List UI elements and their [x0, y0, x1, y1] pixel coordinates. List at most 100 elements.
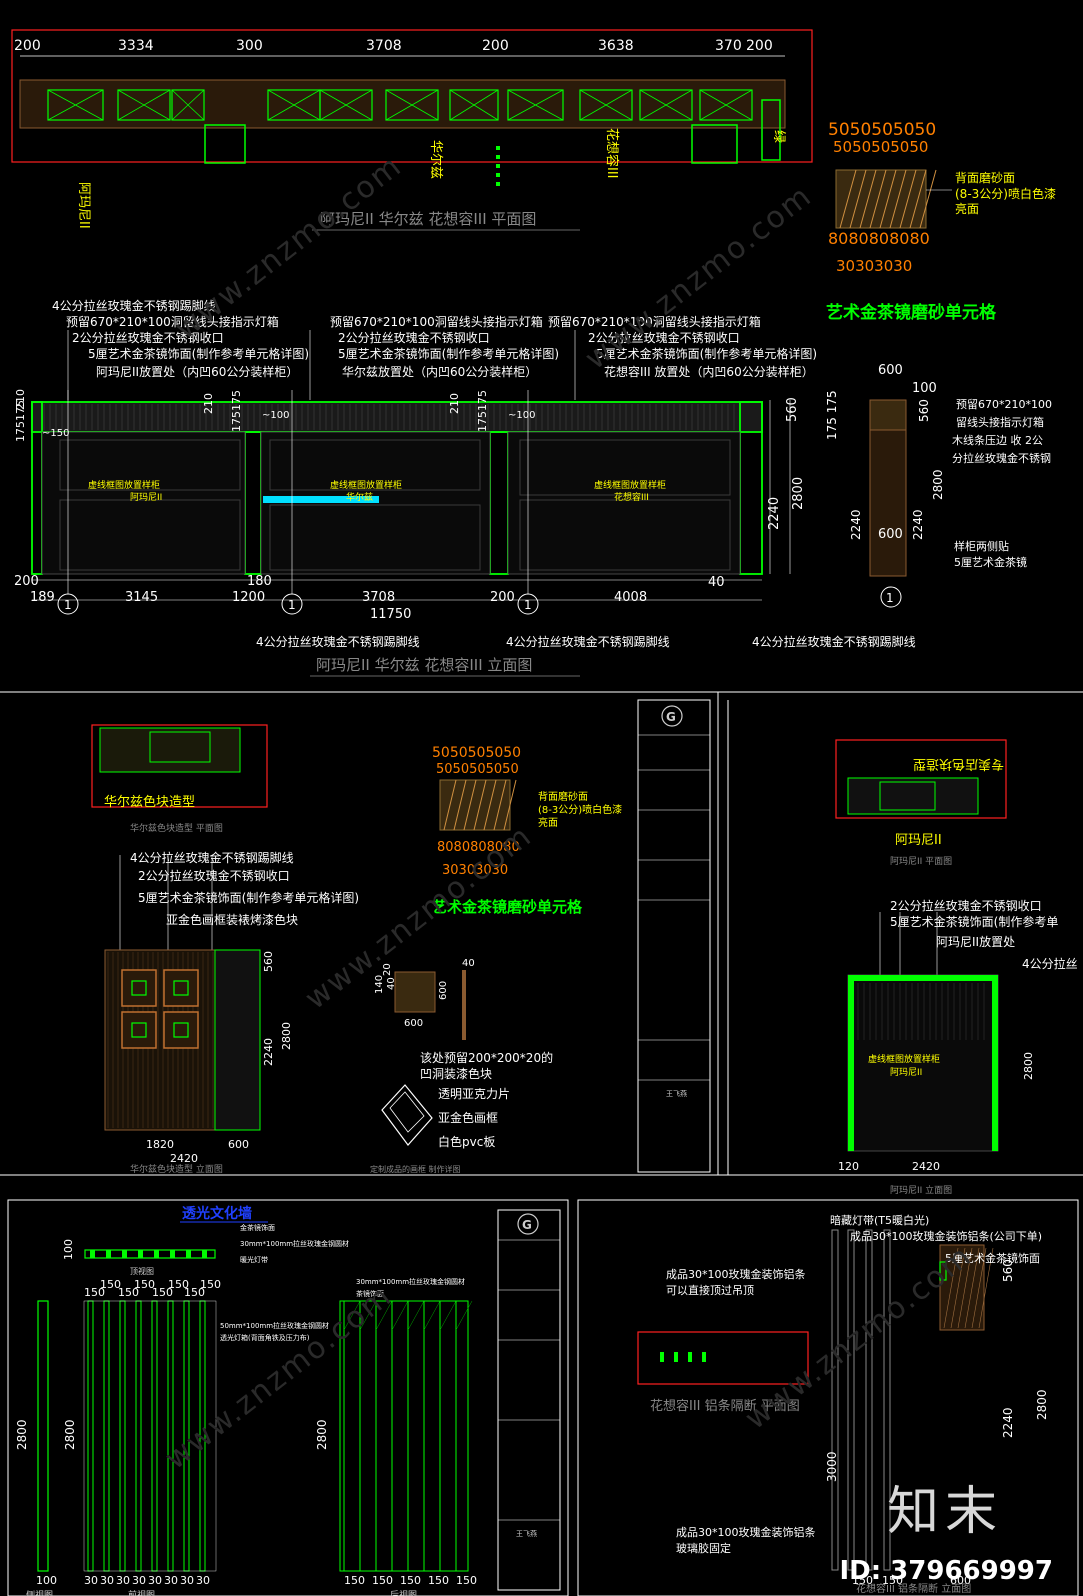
brand-logo: 知末 [886, 1482, 1003, 1542]
section-note-2: 木线条压边 收 2公 [952, 433, 1043, 447]
sheet4-front-note-1: 透光灯箱(背面角铁及压力布) [220, 1333, 310, 1342]
elevation-inner-1: 阿玛尼II [130, 492, 162, 503]
unit-a-hatch-line-1 [849, 169, 867, 229]
sheet5-bar-1 [847, 1229, 855, 1571]
plan-label-c: 花想容III [604, 128, 620, 179]
elevation-note-7: 5厘艺术金茶镜饰面(制作参考单元格详图) [88, 346, 309, 361]
plan-cabinet-0 [47, 89, 104, 121]
sheet3-plan-mirror-label: 专卖店色块造型 [913, 756, 1004, 772]
sheet2-unit-note-2: (8-3公分)喷白色漆 [538, 803, 622, 816]
section-dim-left-0: 175 175 [825, 390, 839, 440]
sheet2-unit-title: 艺术金茶镜磨砂单元格 [432, 898, 583, 916]
sheet4-front-dim-3: 150 [134, 1278, 155, 1291]
sheet5-dim-right-0: 560 [1001, 1259, 1015, 1282]
sheet4-title: 透光文化墙 [182, 1205, 252, 1222]
sheet4-top-dim: 100 [62, 1239, 75, 1260]
section-dim-left-1: 2240 [849, 509, 863, 540]
sheet4-back-hatch-6 [439, 1300, 457, 1331]
sheet5-dim-right-2: 2800 [1035, 1389, 1049, 1420]
elevation-dim-right-0: 560 [785, 397, 800, 422]
plan-cabinet-diag2-1 [117, 89, 171, 121]
plan-title: 阿玛尼II 华尔兹 花想容III 平面图 [320, 210, 536, 228]
sheet4-top-dot-6 [186, 1250, 191, 1258]
elevation-dim-bottom-8: 40 [708, 575, 725, 590]
sheet4-front-bar-2 [119, 1300, 126, 1572]
section-dim-right-0: 560 [917, 399, 931, 422]
sheet4-back-hatch-1 [359, 1300, 377, 1331]
elevation-note-block: 4公分拉丝玫瑰金不锈钢踢脚线预留670*210*100洞留线头接指示灯箱预留67… [52, 298, 817, 400]
plan-dim-7: 200 [746, 38, 773, 54]
sheet2-frame-note-0: 该处预留200*200*20的 [420, 1050, 553, 1065]
elev-cabinet-1 [59, 499, 241, 571]
sheet5-glass-hatch-2 [957, 1247, 973, 1329]
sheet4-top-dot-2 [122, 1250, 127, 1258]
elevation-inner-labels: 虚线框图放置样柜阿玛尼II虚线框图放置样柜华尔兹虚线框图放置样柜花想容III21… [14, 389, 666, 503]
sheet5-elevation [831, 1229, 994, 1571]
sheet3-dim-0: 120 [838, 1160, 859, 1173]
sheet3-hatch [857, 983, 985, 1040]
sheet2-caption: 华尔兹色块造型 立面图 [130, 1163, 223, 1175]
section-note-4: 样柜两侧贴 [954, 539, 1009, 553]
sheet2-unit-bot-2: 30303030 [442, 863, 508, 878]
sheet-5: 花想容III 铝条隔断 平面图 暗藏灯带(T5暖白光)成品30*100玫瑰金装饰… [577, 1199, 1079, 1596]
sheet5-dim-bottom-0: 150 [852, 1574, 873, 1587]
sheet2-frame-note-3: 亚金色画框 [438, 1110, 498, 1125]
unit-a-bot-nums-2: 30303030 [836, 257, 912, 275]
sheet2-unit-note-1: 背面磨砂面 [538, 790, 588, 803]
elev-leftdim-0: 210 [14, 389, 27, 410]
unit-a-bot-nums-1: 8080808080 [828, 229, 930, 248]
elevation-dim-bottom-5: 3708 [362, 590, 395, 605]
plan-dash-4 [496, 182, 500, 186]
sheet2-frame-note-2: 透明亚克力片 [438, 1087, 510, 1101]
sheet5-dim-right-1: 2240 [1001, 1407, 1015, 1438]
unit-a-hatch-line-8 [919, 169, 937, 229]
elevation-note-11: 华尔兹放置处（内凹60公分装样柜） [342, 364, 537, 379]
section-note-3: 分拉丝玫瑰金不锈钢 [952, 451, 1051, 465]
sheet4-top-dot-0 [90, 1250, 95, 1258]
sheet5-plan-marks [660, 1352, 706, 1362]
section-marker-text: 1 [886, 591, 894, 605]
sheet2-dim-1: 600 [228, 1138, 249, 1151]
sheet4-back-hatch-2 [375, 1300, 393, 1331]
elevation-note-3: 预留670*210*100洞留线头接指示灯箱 [548, 314, 761, 329]
sheet4-front-dim-7: 150 [200, 1278, 221, 1291]
sheet4-top-dots [90, 1250, 207, 1258]
elevation-dim-bottom-3: 1200 [232, 590, 265, 605]
sheet2-frame-dim-4: 40 [386, 977, 397, 990]
elev-mid-1: 175175 [230, 390, 243, 432]
sheet4-front-frame [83, 1300, 217, 1572]
sheet4-title-block: 王飞燕 [498, 1239, 560, 1538]
sheet4-bottom-dim-9: 150 [344, 1574, 365, 1587]
sheet2-frame-3 [163, 1011, 199, 1049]
sheet4-back-hatch-3 [391, 1300, 409, 1331]
sheet4-front-dim-1: 150 [100, 1278, 121, 1291]
plan-dim-0: 200 [14, 38, 41, 54]
plan-cabinet-5 [385, 89, 439, 121]
plan-dash-2 [496, 164, 500, 168]
section-marker-label-0: 1 [64, 598, 72, 612]
sheet2-unit-hatch-1 [453, 779, 467, 831]
elev-cabinet-2 [269, 439, 481, 491]
sheet5-dim-left: 3000 [825, 1451, 839, 1482]
elev-cabinet-0 [59, 439, 241, 491]
sheet4-bottom-dim-4: 30 [132, 1574, 146, 1587]
sheet2-unit-hatch-3 [473, 779, 487, 831]
sheet3-plan-label: 阿玛尼II [895, 833, 942, 848]
sheet4-height-0: 2800 [15, 1419, 29, 1450]
sheet2-frame-2 [121, 1011, 157, 1049]
sheet4-bottom-dim-2: 30 [100, 1574, 114, 1587]
sheet4-top-dot-3 [138, 1250, 143, 1258]
sheet4-top-caption: 顶视图 [130, 1266, 154, 1276]
sheet5-plan-mark-3 [702, 1352, 706, 1362]
sheet4-tb-row-4: 王飞燕 [516, 1529, 537, 1538]
sheet2-unit-top-1: 5050505050 [432, 745, 521, 761]
elevation-footnote-1: 4公分拉丝玫瑰金不锈钢踢脚线 [506, 634, 670, 649]
elevation-note-0: 4公分拉丝玫瑰金不锈钢踢脚线 [52, 298, 216, 313]
sheet4-bottom-dim-7: 30 [180, 1574, 194, 1587]
plan-dash-marks [496, 146, 500, 186]
elevation-dim-bottom-6: 200 [490, 590, 515, 605]
